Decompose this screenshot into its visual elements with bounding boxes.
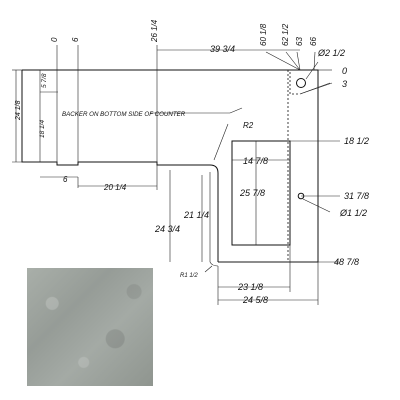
top-dimension-lines	[56, 45, 340, 263]
material-swatch	[27, 268, 153, 386]
dim-top-66: 66	[309, 37, 318, 46]
dim-hole-top: Ø2 1/2	[317, 48, 345, 58]
dim-h-24-3-4: 24 3/4	[154, 224, 180, 234]
dim-h-25-7-8: 25 7/8	[239, 188, 265, 198]
dim-top-0: 0	[50, 37, 59, 42]
bottom-dimension-lines	[40, 141, 319, 305]
dim-right-3: 3	[342, 79, 347, 89]
faucet-hole	[296, 78, 306, 88]
dim-top-39-3-4: 39 3/4	[210, 44, 235, 54]
dim-bottom-6: 6	[63, 175, 68, 184]
left-dimension-lines	[12, 69, 58, 163]
dim-top-26-1-4: 26 1/4	[150, 19, 159, 43]
dim-right-18-1-2: 18 1/2	[344, 136, 369, 146]
dim-top-62-1-2: 62 1/2	[281, 23, 290, 46]
dim-top-60-1-8: 60 1/8	[259, 23, 268, 46]
dim-right-0: 0	[342, 66, 347, 76]
dim-w-14-7-8: 14 7/8	[243, 156, 268, 166]
note-backer: BACKER ON BOTTOM SIDE OF COUNTER	[62, 111, 186, 118]
dim-b-23-1-8: 23 1/8	[237, 282, 263, 292]
dim-top-63: 63	[295, 37, 304, 46]
r2-leader	[213, 123, 229, 161]
dim-hole-bottom: Ø1 1/2	[339, 208, 367, 218]
dim-r2: R2	[243, 121, 254, 130]
dim-r1-1-2: R1 1/2	[180, 273, 198, 279]
sink-cutout	[231, 140, 291, 246]
dim-h-21-1-4: 21 1/4	[183, 210, 209, 220]
dim-bottom-20-1-4: 20 1/4	[103, 183, 127, 192]
dim-left-5-7-8: 5 7/8	[41, 73, 48, 88]
dim-top-6: 6	[71, 37, 80, 42]
dim-b-24-5-8: 24 5/8	[242, 295, 268, 305]
dim-right-48-7-8: 48 7/8	[334, 257, 359, 267]
dim-left-18-1-4: 18 1/4	[39, 120, 46, 138]
dim-right-31-7-8: 31 7/8	[344, 191, 369, 201]
dim-left-24-1-8: 24 1/8	[15, 100, 22, 121]
